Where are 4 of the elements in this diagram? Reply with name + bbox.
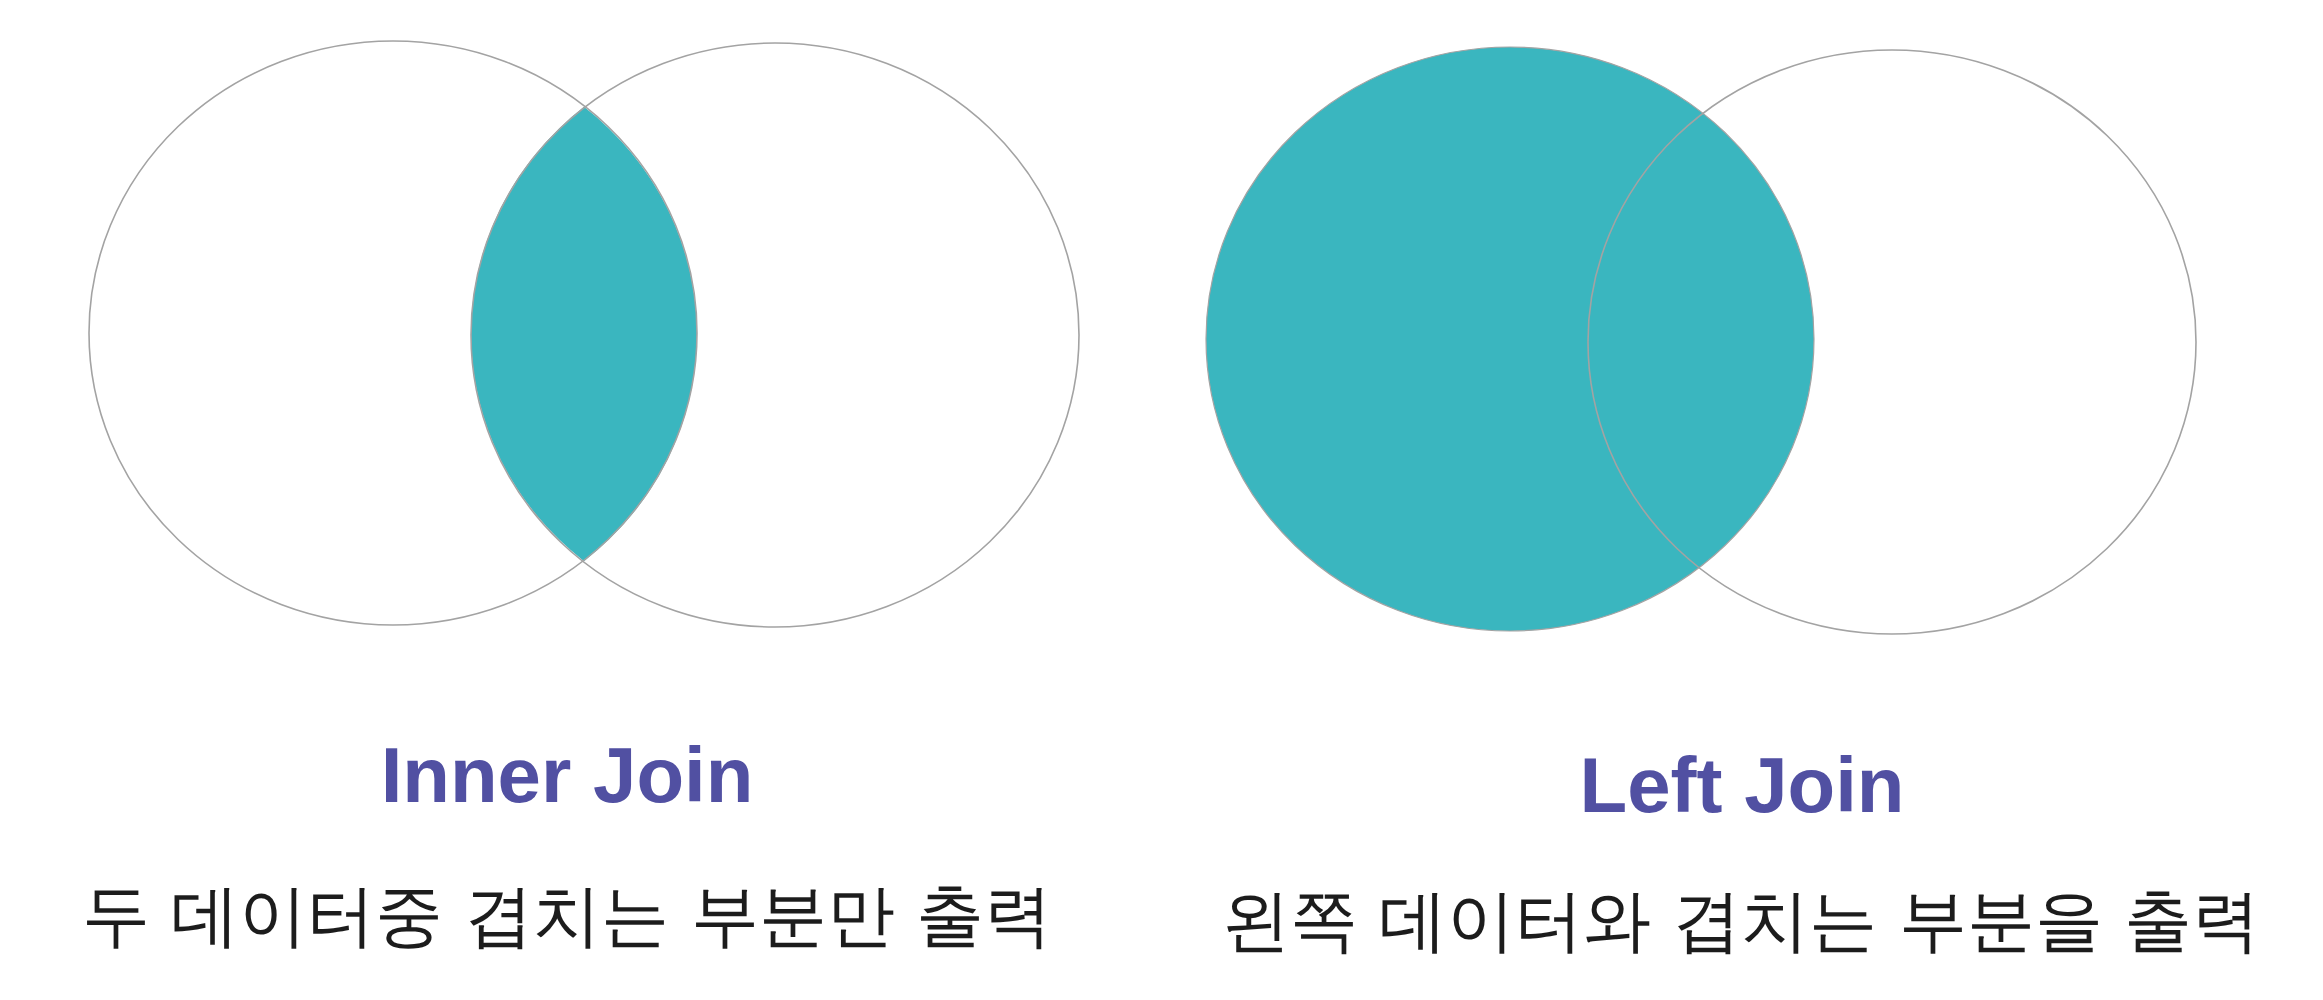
join-title: Left Join: [1579, 741, 1905, 831]
join-description: 왼쪽 데이터와 겹치는 부분을 출력: [1221, 881, 2261, 961]
join-description: 두 데이터중 겹치는 부분만 출력: [81, 876, 1053, 956]
join-title: Inner Join: [380, 731, 754, 821]
